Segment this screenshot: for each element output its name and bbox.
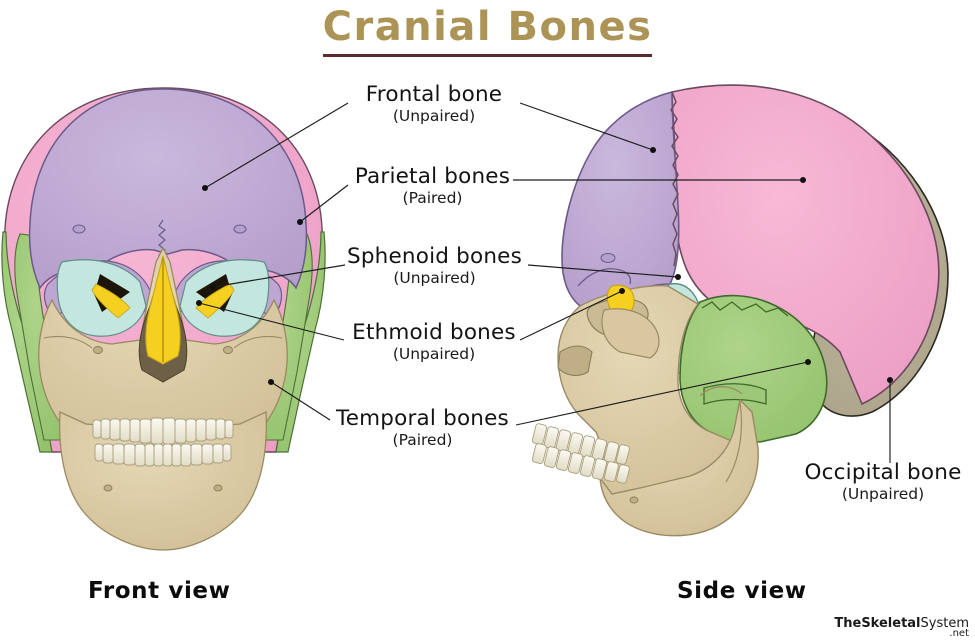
label-sphenoid-bones-pairing: (Unpaired)	[393, 268, 476, 287]
side-mandibular-notch	[699, 386, 743, 397]
side-superciliary-arch	[577, 268, 632, 287]
side-temporal-squamous-suture	[701, 301, 789, 317]
leader-lines	[196, 102, 893, 463]
side-frontal-coronal-suture	[670, 91, 679, 267]
label-parietal-bones-pairing: (Paired)	[402, 188, 463, 207]
label-temporal-bones: Temporal bones (Paired)	[330, 406, 515, 449]
side-upper-teeth	[531, 423, 630, 465]
watermark-regular: System	[920, 616, 969, 631]
side-nasal-aperture	[557, 345, 593, 377]
front-mental-foramen-left	[103, 484, 113, 492]
side-mental-foramen	[629, 496, 639, 504]
leader-ethmoid-right	[519, 290, 623, 341]
side-view-skull	[531, 84, 949, 537]
front-mental-foramen-right	[213, 484, 223, 492]
leader-dot-sphenoid-front	[210, 284, 216, 290]
leader-frontal-right	[519, 102, 654, 151]
label-ethmoid-bones-name: Ethmoid bones	[352, 320, 516, 345]
leader-dot-ethmoid-side	[619, 288, 625, 294]
label-sphenoid-bones-name: Sphenoid bones	[346, 244, 523, 269]
front-lower-teeth	[94, 443, 232, 467]
label-occipital-bone-pairing: (Unpaired)	[841, 484, 925, 503]
leader-temporal-left	[270, 381, 331, 421]
watermark: TheSkeletalSystem .net	[834, 614, 969, 639]
label-ethmoid-bones-pairing: (Unpaired)	[392, 344, 476, 363]
side-mandible	[599, 398, 759, 537]
watermark-tld: .net	[949, 628, 969, 639]
front-supraorbital-foramen-left	[72, 224, 86, 234]
front-infraorbital-foramen-left	[93, 346, 103, 354]
label-frontal-bone: Frontal bone (Unpaired)	[353, 82, 515, 125]
label-frontal-bone-pairing: (Unpaired)	[392, 106, 476, 125]
label-temporal-bones-name: Temporal bones	[336, 406, 509, 431]
label-parietal-bones: Parietal bones (Paired)	[345, 164, 520, 207]
side-zygomatic-arch	[703, 383, 767, 405]
label-parietal-bones-name: Parietal bones	[354, 164, 511, 189]
front-frontal-bone	[28, 88, 308, 290]
leader-dot-parietal-front	[297, 219, 303, 225]
side-zygomatic-bone	[601, 308, 660, 359]
front-zygomatic-suture-left	[43, 335, 93, 349]
side-lower-teeth	[531, 443, 630, 484]
page-title-wrap: Cranial Bones	[0, 4, 975, 57]
page-title: Cranial Bones	[322, 4, 653, 57]
leader-frontal-left	[204, 102, 349, 189]
leader-dot-temporal-front	[268, 379, 274, 385]
leader-dot-occipital	[887, 377, 893, 383]
label-occipital-bone-name: Occipital bone	[804, 460, 962, 485]
front-view-skull	[1, 87, 326, 551]
front-ethmoid-sliver-right	[195, 283, 235, 319]
caption-side-view: Side view	[677, 578, 807, 604]
label-temporal-bones-pairing: (Paired)	[392, 430, 453, 449]
leader-sphenoid-left	[212, 264, 346, 288]
label-sphenoid-bones: Sphenoid bones (Unpaired)	[342, 244, 527, 287]
leader-temporal-right	[515, 361, 809, 426]
watermark-bold: TheSkeletal	[834, 616, 921, 631]
leader-sphenoid-right	[527, 264, 679, 278]
side-temporal-bone	[679, 294, 828, 443]
leader-dot-frontal-side	[650, 147, 656, 153]
leader-parietal-left	[299, 184, 349, 223]
front-infraorbital-foramen-right	[223, 346, 233, 354]
caption-front-view: Front view	[88, 578, 231, 604]
leader-dot-parietal-side	[800, 177, 806, 183]
watermark-line1: TheSkeletalSystem	[834, 616, 969, 631]
front-supraorbital-foramen-right	[233, 224, 247, 234]
label-ethmoid-bones: Ethmoid bones (Unpaired)	[344, 320, 524, 363]
leader-dot-temporal-side	[805, 359, 811, 365]
side-mandibular-ramus-edge	[725, 401, 743, 483]
front-ethmoid-sliver-left	[91, 283, 131, 319]
leader-dot-frontal-front	[202, 185, 208, 191]
front-upper-teeth	[92, 417, 234, 445]
side-supraorbital-notch	[600, 253, 616, 263]
leader-ethmoid-left	[198, 302, 345, 341]
label-occipital-bone: Occipital bone (Unpaired)	[793, 460, 973, 503]
leader-dot-ethmoid-front	[196, 300, 202, 306]
front-zygomatic-suture-right	[233, 335, 283, 349]
label-frontal-bone-name: Frontal bone	[365, 82, 503, 107]
leader-dot-sphenoid-side	[675, 274, 681, 280]
